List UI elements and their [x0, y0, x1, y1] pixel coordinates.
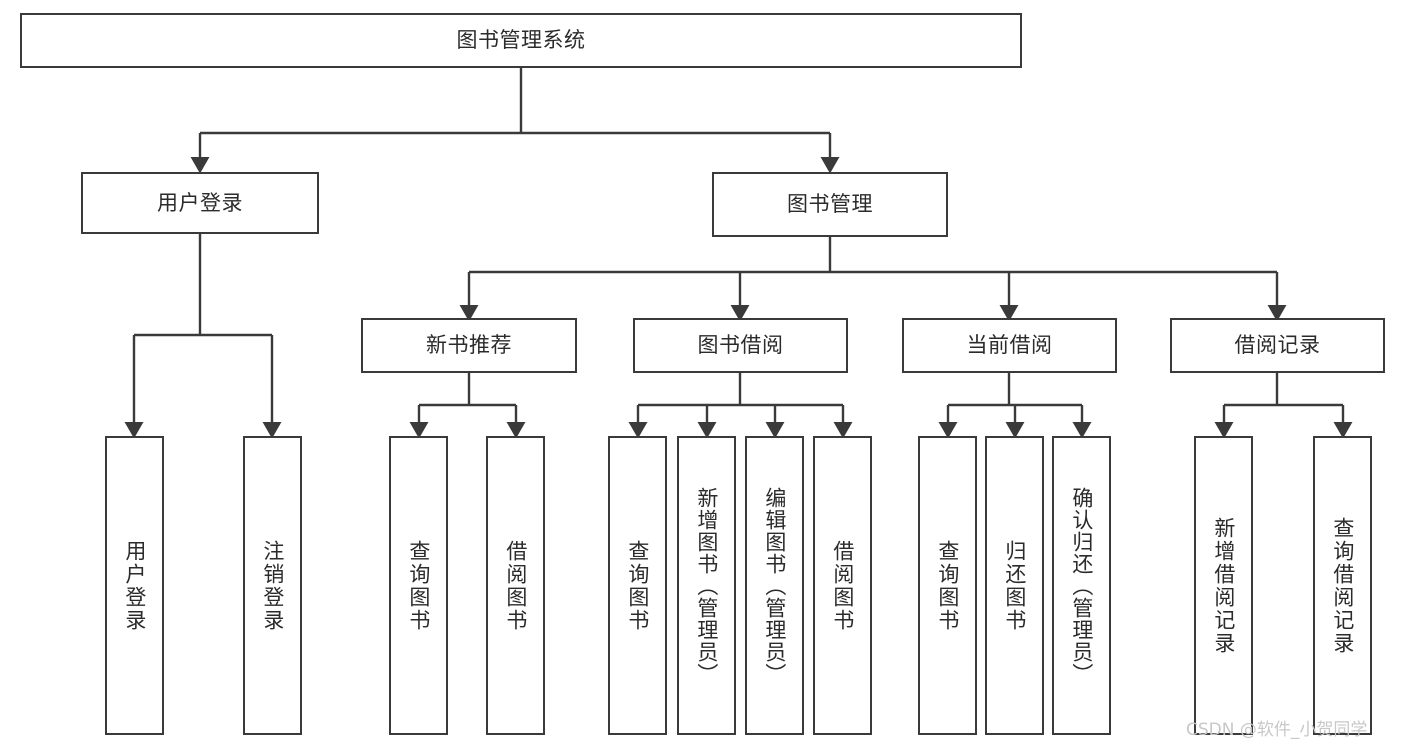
leaf-cb-confirm-return-admin[interactable]: 确认归还（管理员） [1052, 436, 1111, 735]
node-book-borrow[interactable]: 图书借阅 [633, 318, 848, 373]
leaf-nb-borrow-book[interactable]: 借阅图书 [486, 436, 545, 735]
leaf-bb-edit-book-admin[interactable]: 编辑图书（管理员） [745, 436, 804, 735]
leaf-nb-query-book[interactable]: 查询图书 [389, 436, 448, 735]
leaf-user-login[interactable]: 用户登录 [105, 436, 164, 735]
leaf-br-add-record[interactable]: 新增借阅记录 [1194, 436, 1253, 735]
csdn-watermark: CSDN @软件_小贺同学 [1186, 720, 1368, 740]
leaf-logout[interactable]: 注销登录 [243, 436, 302, 735]
leaf-br-query-record[interactable]: 查询借阅记录 [1313, 436, 1372, 735]
leaf-bb-borrow-book[interactable]: 借阅图书 [813, 436, 872, 735]
leaf-cb-return-book[interactable]: 归还图书 [985, 436, 1044, 735]
leaf-cb-query-book[interactable]: 查询图书 [918, 436, 977, 735]
leaf-bb-query-book[interactable]: 查询图书 [608, 436, 667, 735]
node-book-management[interactable]: 图书管理 [712, 172, 948, 237]
leaf-bb-add-book-admin[interactable]: 新增图书（管理员） [677, 436, 736, 735]
node-root-system[interactable]: 图书管理系统 [20, 13, 1022, 68]
node-current-borrow[interactable]: 当前借阅 [902, 318, 1117, 373]
node-new-book-recommend[interactable]: 新书推荐 [361, 318, 577, 373]
node-borrow-records[interactable]: 借阅记录 [1170, 318, 1385, 373]
node-user-login[interactable]: 用户登录 [81, 172, 319, 234]
